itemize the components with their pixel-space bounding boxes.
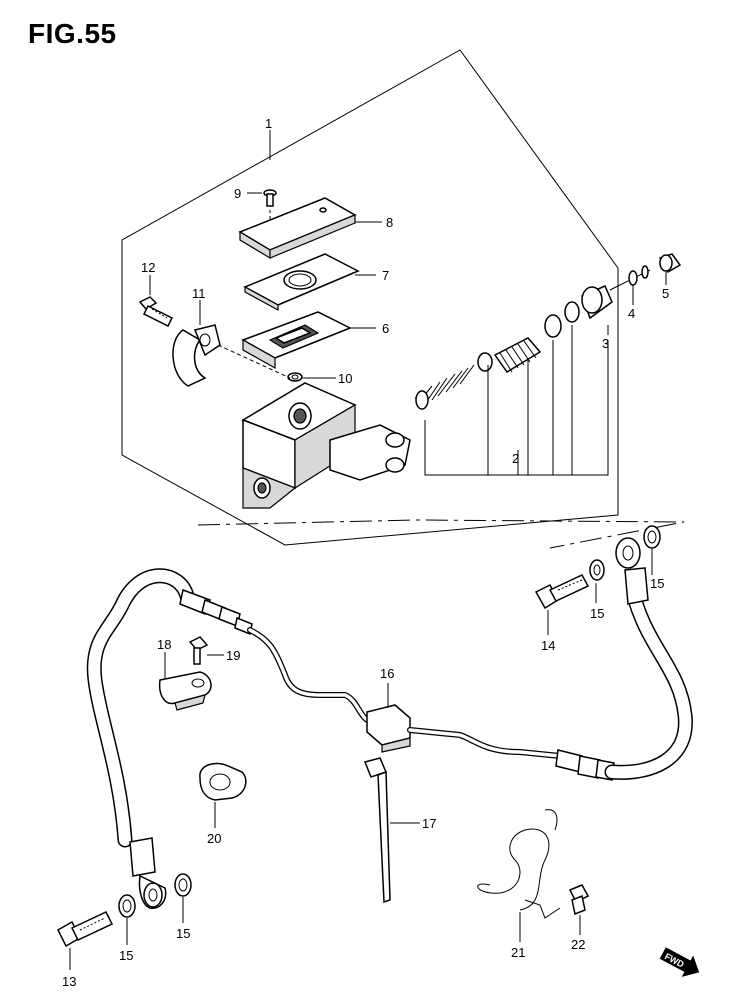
- callout-10: 10: [338, 371, 352, 386]
- hose-clip-part: [199, 762, 247, 801]
- callout-14: 14: [541, 638, 555, 653]
- banjo-bolt-right: [534, 574, 590, 610]
- washer-lower-mid: [174, 873, 192, 897]
- callout-16: 16: [380, 666, 394, 681]
- pipe-junction-part: [366, 683, 411, 753]
- main-hose: [86, 568, 195, 848]
- callout-12: 12: [141, 260, 155, 275]
- wire-spring-part: [477, 809, 558, 911]
- washer-right-lower: [589, 559, 605, 581]
- callout-15-right-lower: 15: [590, 606, 604, 621]
- centerline: [197, 519, 685, 549]
- callout-22: 22: [571, 937, 585, 952]
- diaphragm-plate-part: [243, 253, 360, 312]
- callout-8: 8: [386, 215, 393, 230]
- hose-clamp-part: [158, 671, 212, 711]
- callout-1: 1: [265, 116, 272, 131]
- washer-right-upper: [643, 525, 661, 549]
- callout-19: 19: [226, 648, 240, 663]
- callout-15-lower-left: 15: [119, 948, 133, 963]
- banjo-bolt-lower: [57, 911, 114, 948]
- push-rod-part: [609, 265, 651, 291]
- hose-fitting-top: [179, 588, 253, 636]
- callout-15-right-upper: 15: [650, 576, 664, 591]
- callout-6: 6: [382, 321, 389, 336]
- callout-11: 11: [192, 286, 206, 301]
- leader-bracket: [424, 340, 609, 476]
- callout-17: 17: [422, 816, 436, 831]
- callout-7: 7: [382, 268, 389, 283]
- callout-21: 21: [511, 945, 525, 960]
- callout-2: 2: [512, 451, 519, 466]
- clamp-part: [172, 324, 221, 387]
- small-plate-part: [287, 372, 303, 382]
- callout-15-lower-mid: 15: [176, 926, 190, 941]
- callout-20: 20: [207, 831, 221, 846]
- clamp-bolt-part: [188, 636, 209, 665]
- screw-part: [263, 189, 277, 245]
- cable-tie-part: [363, 757, 391, 904]
- hose-fitting-right: [555, 749, 615, 781]
- callout-4: 4: [628, 306, 635, 321]
- bolt-part: [138, 296, 174, 328]
- small-bolt-part: [568, 884, 590, 916]
- washer-lower-left: [118, 894, 136, 918]
- callout-13: 13: [62, 974, 76, 989]
- callout-3: 3: [602, 336, 609, 351]
- assembly-boundary: [121, 49, 619, 546]
- reservoir-cap-part: [238, 197, 357, 260]
- figure-title: FIG.55: [28, 18, 117, 49]
- callout-9: 9: [234, 186, 241, 201]
- banjo-fitting-right: [615, 537, 649, 605]
- master-cylinder-body: [241, 382, 411, 509]
- callout-18: 18: [157, 637, 171, 652]
- diaphragm-part: [241, 311, 352, 370]
- boot-part: [658, 253, 682, 274]
- callout-5: 5: [662, 286, 669, 301]
- piston-spring-part: [414, 285, 613, 410]
- hose-fitting-bottom: [129, 837, 167, 909]
- forward-direction-arrow: FWD: [659, 947, 700, 977]
